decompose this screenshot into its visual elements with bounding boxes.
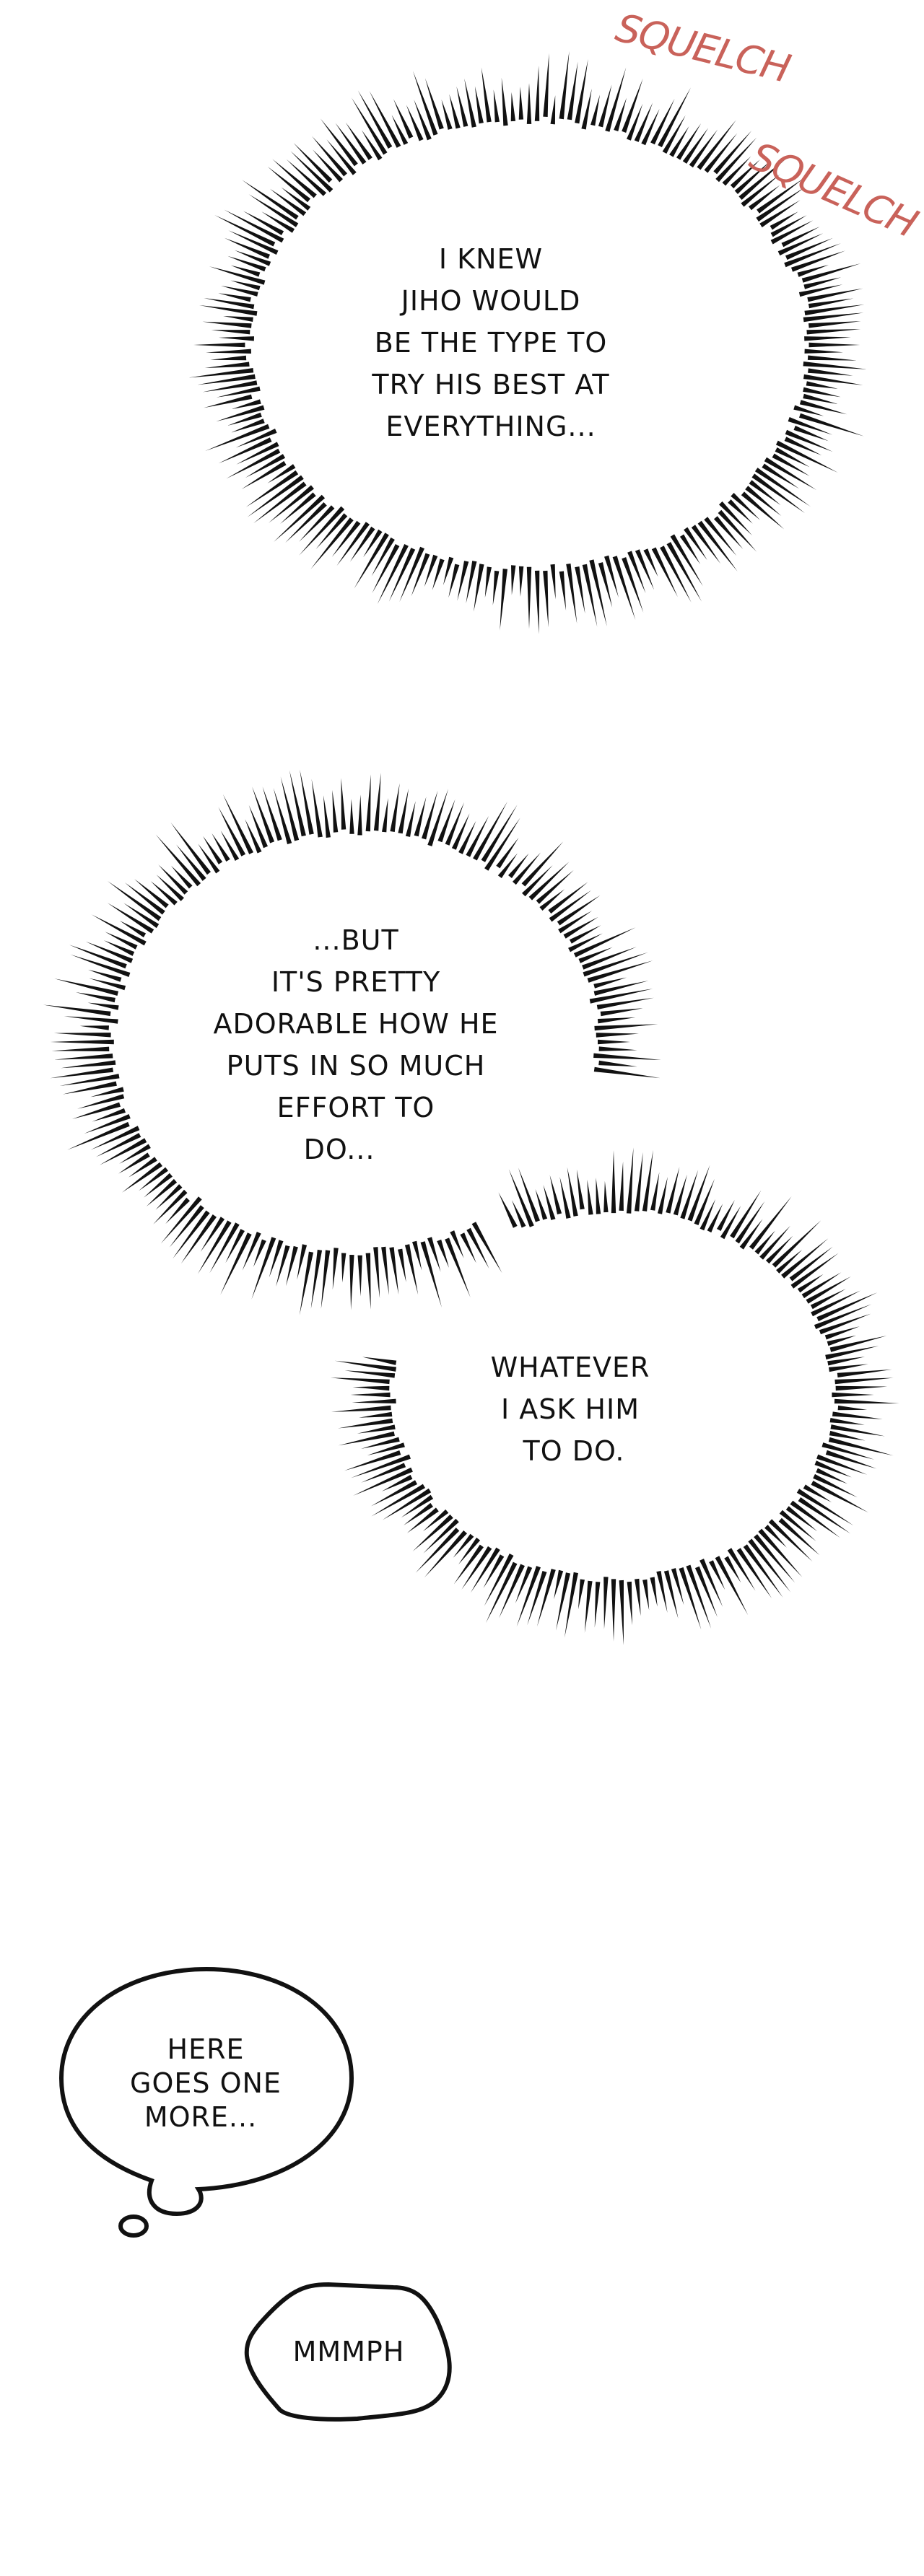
caption-line: I ASK HIM [501, 1393, 640, 1425]
caption-line: DO... [304, 1134, 375, 1165]
sfx-squelch-2: SQUELCH [744, 133, 924, 247]
caption-line: IT'S PRETTY [271, 966, 440, 998]
monologue-bubble-2: ...BUT IT'S PRETTY ADORABLE HOW HE PUTS … [213, 924, 498, 1165]
caption-line: BE THE TYPE TO [375, 327, 608, 359]
caption-line: MMMPH [293, 2336, 405, 2367]
caption-line: I KNEW [439, 243, 543, 275]
thought-dot [118, 2214, 149, 2238]
caption-line: TO DO. [523, 1435, 625, 1467]
thought-bubble: HERE GOES ONE MORE... [58, 1966, 354, 2238]
caption-line: WHATEVER [491, 1351, 650, 1383]
caption-line: JIHO WOULD [400, 285, 581, 317]
caption-line: TRY HIS BEST AT [371, 369, 609, 400]
speech-bubble: MMMPH [244, 2282, 452, 2422]
thought-bubble-outline [58, 1966, 354, 2217]
speech-bubble-outline [244, 2282, 452, 2422]
caption-line: EFFORT TO [277, 1092, 435, 1123]
caption-line: ...BUT [313, 924, 398, 956]
monologue-bubble-1: I KNEW JIHO WOULD BE THE TYPE TO TRY HIS… [371, 243, 609, 442]
caption-line: EVERYTHING... [385, 411, 596, 442]
caption-line: MORE... [144, 2101, 257, 2133]
sfx-squelch-1: SQUELCH [611, 4, 795, 92]
caption-line: PUTS IN SO MUCH [227, 1050, 486, 1082]
monologue-bubble-3: WHATEVER I ASK HIM TO DO. [491, 1351, 650, 1467]
caption-line: HERE [167, 2033, 245, 2065]
spiky-bubble-2 [43, 769, 661, 1315]
caption-line: ADORABLE HOW HE [213, 1008, 498, 1040]
caption-line: GOES ONE [130, 2067, 282, 2099]
